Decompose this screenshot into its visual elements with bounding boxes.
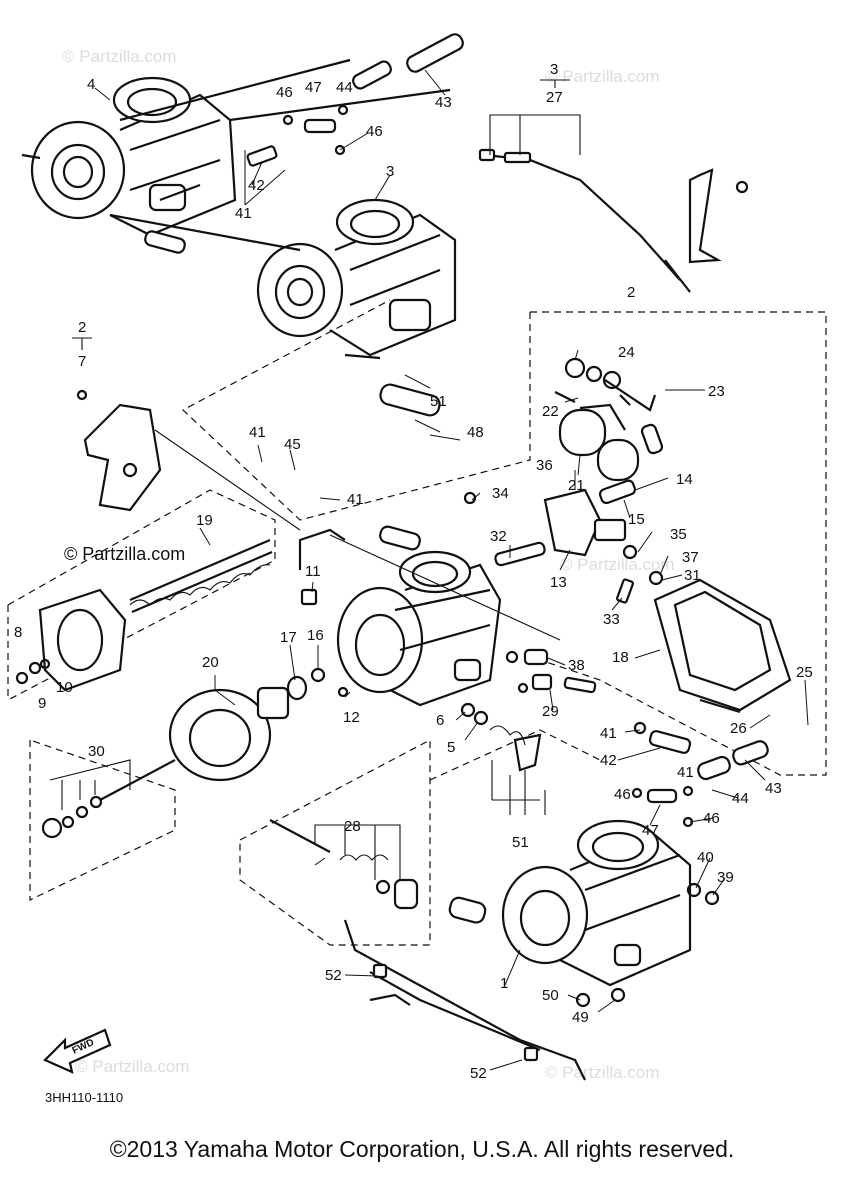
callout-26: 26: [730, 720, 747, 737]
callout-42: 42: [600, 752, 617, 769]
callout-52: 52: [470, 1065, 487, 1082]
callout-29: 29: [542, 703, 559, 720]
callout-51: 51: [512, 834, 529, 851]
callout-labels: 1 2 2 3 3 4 5 6 7 8 9 10 11 12 13 14 15 …: [14, 61, 813, 1082]
callout-brackets: [72, 79, 570, 350]
choke-linkage-group: [554, 357, 664, 501]
callout-4: 4: [87, 76, 95, 93]
leader-lines: [94, 69, 809, 1071]
callout-45: 45: [284, 436, 301, 453]
lower-carburetor-body: [448, 760, 720, 1008]
callout-31: 31: [684, 567, 701, 584]
callout-37: 37: [682, 549, 699, 566]
callout-15: 15: [628, 511, 645, 528]
callout-3: 3: [386, 163, 394, 180]
callout-7: 7: [78, 353, 86, 370]
vacuum-piston-group: [15, 538, 349, 782]
needle-valve-group: [463, 479, 664, 604]
callout-46: 46: [703, 810, 720, 827]
callout-40: 40: [697, 849, 714, 866]
callout-47: 47: [305, 79, 322, 96]
callout-43: 43: [765, 780, 782, 797]
bracket-part-7: [76, 389, 162, 512]
callout-25: 25: [796, 664, 813, 681]
watermark: © Partzilla.com: [75, 1057, 190, 1076]
callout-50: 50: [542, 987, 559, 1004]
callout-51: 51: [430, 393, 447, 410]
throttle-cable-assembly: [478, 114, 749, 293]
copyright-notice: ©2013 Yamaha Motor Corporation, U.S.A. A…: [109, 1136, 735, 1162]
callout-32: 32: [490, 528, 507, 545]
watermark: © Partzilla.com: [560, 555, 675, 574]
callout-42: 42: [248, 177, 265, 194]
callout-44: 44: [732, 790, 749, 807]
callout-5: 5: [447, 739, 455, 756]
callout-8: 8: [14, 624, 22, 641]
callout-41: 41: [249, 424, 266, 441]
callout-41: 41: [347, 491, 364, 508]
callout-52: 52: [325, 967, 342, 984]
callout-35: 35: [670, 526, 687, 543]
callout-6: 6: [436, 712, 444, 729]
float-chamber-part-18: [653, 578, 792, 714]
jet-parts: [460, 648, 597, 772]
middle-carburetor-body: [154, 429, 561, 707]
callout-18: 18: [612, 649, 629, 666]
callout-46: 46: [276, 84, 293, 101]
watermark-dark: © Partzilla.com: [64, 544, 185, 564]
callout-23: 23: [708, 383, 725, 400]
callout-44: 44: [336, 79, 353, 96]
callout-21: 21: [568, 477, 585, 494]
callout-34: 34: [492, 485, 509, 502]
callout-3: 3: [550, 61, 558, 78]
callout-33: 33: [603, 611, 620, 628]
watermark: © Partzilla.com: [545, 1063, 660, 1082]
pilot-screw-group-30: [41, 759, 176, 839]
callout-1: 1: [500, 975, 508, 992]
watermark: © Partzilla.com: [62, 47, 177, 66]
callout-11: 11: [305, 563, 321, 580]
callout-48: 48: [467, 424, 484, 441]
callout-2: 2: [78, 319, 86, 336]
lower-joint-parts: [631, 721, 769, 828]
callout-28: 28: [344, 818, 361, 835]
callout-17: 17: [280, 629, 297, 646]
callout-46: 46: [614, 786, 631, 803]
callout-41: 41: [235, 205, 252, 222]
watermarks: © Partzilla.com © Partzilla.com © Partzi…: [62, 47, 675, 1082]
callout-12: 12: [343, 709, 360, 726]
callout-9: 9: [38, 695, 46, 712]
throttle-screw-group-28: [269, 819, 419, 910]
watermark: © Partzilla.com: [545, 67, 660, 86]
callout-47: 47: [642, 822, 659, 839]
callout-49: 49: [572, 1009, 589, 1026]
callout-30: 30: [88, 743, 105, 760]
callout-20: 20: [202, 654, 219, 671]
callout-46: 46: [366, 123, 383, 140]
callout-14: 14: [676, 471, 693, 488]
link-bar-part-52: [343, 919, 586, 1081]
forward-arrow-icon: FWD: [43, 1028, 112, 1074]
callout-16: 16: [307, 627, 324, 644]
callout-22: 22: [542, 403, 559, 420]
callout-27: 27: [546, 89, 563, 106]
callout-41: 41: [600, 725, 617, 742]
callout-36: 36: [536, 457, 553, 474]
callout-19: 19: [196, 512, 213, 529]
diagram-code: 3HH110-1110: [45, 1090, 123, 1105]
callout-10: 10: [56, 679, 73, 696]
callout-39: 39: [717, 869, 734, 886]
callout-24: 24: [618, 344, 635, 361]
callout-2: 2: [627, 284, 635, 301]
callout-41: 41: [677, 764, 694, 781]
callout-38: 38: [568, 657, 585, 674]
callout-43: 43: [435, 94, 452, 111]
callout-13: 13: [550, 574, 567, 591]
assembly-boundaries: [7, 299, 827, 946]
